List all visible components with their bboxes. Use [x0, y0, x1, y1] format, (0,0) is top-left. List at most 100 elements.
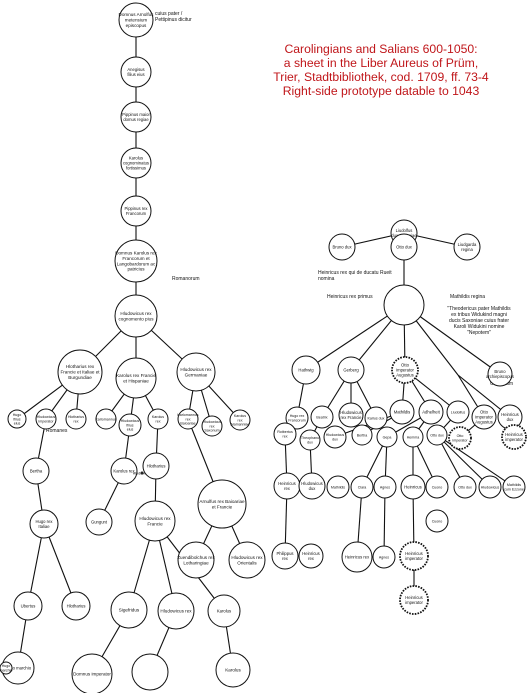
edge-agnes-agnes2	[383, 486, 386, 558]
node-gerberg: Gerberg	[337, 356, 365, 384]
node-circle	[471, 404, 497, 430]
node-circle	[337, 356, 365, 384]
node-circle	[328, 233, 356, 261]
node-cuono2: Cuono	[425, 509, 449, 533]
title-line: a sheet in the Liber Aureus of Prüm,	[283, 56, 479, 70]
node-circle	[215, 652, 251, 688]
node-label: Hugo marchio	[5, 665, 32, 670]
node-circle	[425, 509, 449, 533]
side-note: Heinricus rex qui de ducatu Rueit nomina	[318, 270, 392, 282]
node-hasewig: Hathwig	[291, 355, 321, 385]
node-beatrix: Beatrix	[310, 405, 334, 429]
node-agnes: Agnes	[373, 475, 397, 499]
node-circle	[118, 2, 154, 38]
side-note: cuius pater / Pettipinus dicitur	[155, 11, 192, 23]
node-circle	[140, 471, 144, 475]
node-label: Mathildis	[394, 409, 411, 414]
node-circle	[197, 479, 247, 529]
node-circle	[285, 406, 309, 430]
node-bertha2: Bertha	[351, 424, 373, 446]
node-circle	[310, 405, 334, 429]
node-circle	[350, 475, 374, 499]
node-circle	[273, 422, 297, 446]
node-label: Bertha	[357, 433, 368, 437]
node-label: Karlus dux	[368, 416, 385, 420]
node-label: Karlomannus	[95, 417, 116, 421]
node-label: Otto dux	[396, 244, 413, 249]
side-note: Mathildis regina	[450, 294, 486, 300]
node-label: Gepa	[383, 435, 392, 439]
node-label: Cuono	[432, 485, 443, 489]
node-label: Bruno dux	[332, 244, 352, 249]
side-note: Romanorum	[172, 276, 200, 282]
node-circle	[134, 500, 176, 542]
node-circle	[323, 425, 347, 449]
node-circle	[176, 352, 216, 392]
node-circle	[61, 591, 91, 621]
node-circle	[57, 349, 103, 395]
node-clara: Clara	[350, 475, 374, 499]
title-line: Trier, Stadtbibliothek, cod. 1709, ff. 7…	[273, 70, 489, 84]
node-lothar3: Hlotharius	[142, 452, 170, 480]
edge-otto_dux-hludw_d4	[436, 434, 491, 488]
edges	[16, 20, 515, 675]
node-label: Hathwig	[298, 367, 314, 372]
node-circle	[326, 475, 350, 499]
node-label: Agnes	[380, 485, 390, 489]
node-label: Mathildis	[331, 485, 345, 489]
node-label: Adhelheit	[422, 409, 440, 414]
node-circle	[114, 239, 158, 283]
node-heinr_rex3: Heinricus rex	[341, 541, 373, 573]
node-ludw4: Hludowicus	[133, 471, 152, 475]
side-note: Heinricus rex primus	[327, 294, 373, 300]
node-sigefridus: Sigefridus	[110, 591, 148, 629]
node-label: Hlotharius	[67, 603, 86, 608]
node-circle	[177, 408, 199, 430]
node-label: Domnus imperator	[73, 672, 111, 677]
title-line: Carolingians and Salians 600-1050:	[284, 42, 478, 56]
node-circle	[120, 56, 152, 88]
node-circle	[364, 406, 388, 430]
node-circle	[351, 424, 373, 446]
node-circle	[71, 653, 113, 693]
node-karolus_last: Karolus	[215, 652, 251, 688]
node-label: Bertha	[30, 468, 43, 473]
node-circle	[478, 475, 502, 499]
node-circle	[341, 541, 373, 573]
node-circle	[110, 591, 148, 629]
node-circle	[35, 408, 57, 430]
node-mathild2: Mathildis	[389, 399, 415, 425]
node-heinrich1	[383, 284, 425, 326]
